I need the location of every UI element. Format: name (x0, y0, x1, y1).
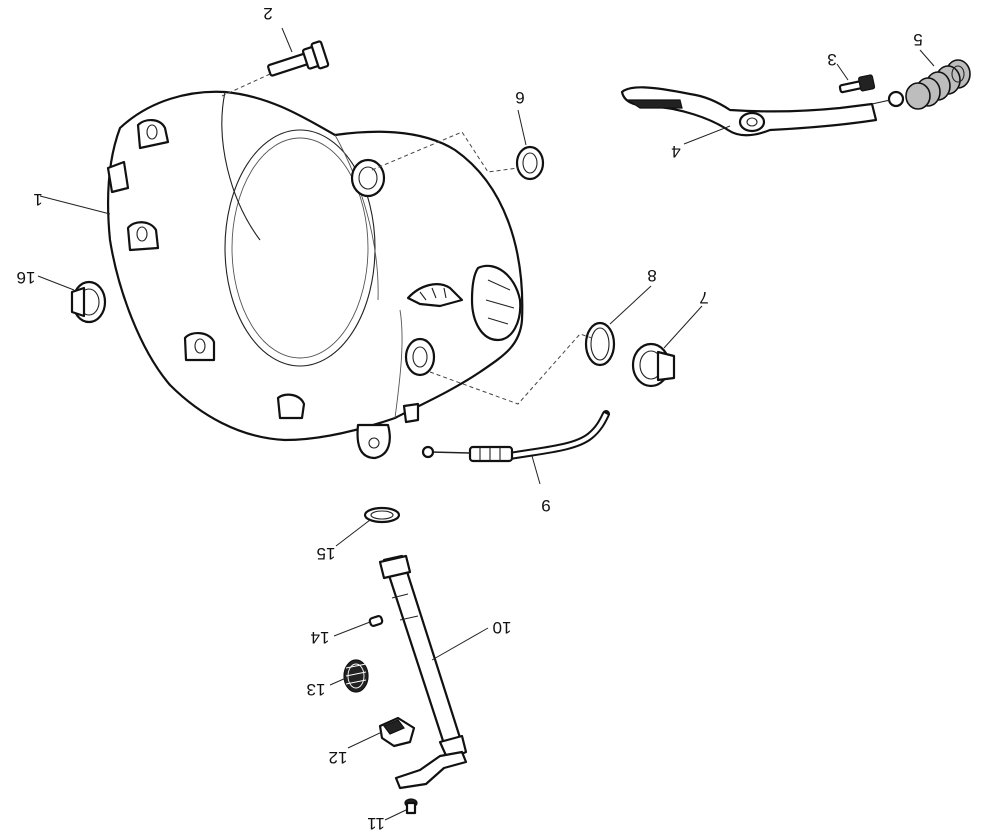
part-15-washer (363, 506, 401, 524)
leader-12 (347, 731, 383, 749)
label-part-1: 1 (33, 190, 42, 209)
part-13-spring (343, 659, 369, 693)
label-part-16: 16 (17, 268, 36, 287)
leader-3 (836, 63, 849, 81)
part-8-o-ring (584, 321, 616, 367)
leader-16 (37, 275, 75, 291)
label-part-7: 7 (699, 288, 708, 307)
label-part-2: 2 (263, 4, 272, 23)
label-part-12: 12 (329, 748, 348, 767)
part-7-plug (631, 342, 676, 388)
part-11-screw (404, 798, 418, 815)
assembly-line-plug (429, 333, 593, 405)
leader-6 (517, 109, 527, 146)
leader-2 (281, 27, 293, 53)
part-3-bolt (838, 74, 876, 94)
label-part-10: 10 (493, 618, 512, 637)
label-part-13: 13 (307, 680, 326, 699)
label-part-6: 6 (515, 88, 524, 107)
label-part-15: 15 (317, 544, 336, 563)
label-part-5: 5 (913, 30, 922, 49)
leader-4 (683, 125, 731, 145)
part-9-cable (421, 410, 610, 463)
leader-7 (663, 305, 703, 349)
label-part-14: 14 (311, 628, 330, 647)
leader-13 (329, 677, 347, 686)
leader-1 (39, 195, 111, 215)
part-5-spring (905, 59, 971, 110)
part-1-cover (106, 90, 524, 460)
leader-9 (531, 455, 541, 485)
leader-8 (609, 285, 652, 325)
leader-10 (431, 627, 489, 661)
leader-15 (335, 519, 371, 547)
assembly-line-bolt (221, 73, 271, 97)
assembly-line-seal (371, 131, 519, 173)
part-6-seal (515, 145, 545, 181)
part-4-shift-lever (620, 86, 905, 137)
label-part-11: 11 (367, 814, 385, 833)
label-part-9: 9 (541, 496, 550, 515)
label-part-4: 4 (671, 142, 680, 161)
part-16-seal (70, 280, 107, 324)
leader-5 (919, 49, 935, 67)
part-12-stopper (378, 716, 416, 748)
part-14-pin (368, 615, 384, 627)
label-part-3: 3 (827, 50, 836, 69)
leader-11 (384, 809, 407, 821)
label-part-8: 8 (647, 266, 656, 285)
part-10-shift-shaft (378, 554, 468, 790)
leader-14 (333, 621, 371, 637)
part-2-bolt (267, 40, 330, 77)
